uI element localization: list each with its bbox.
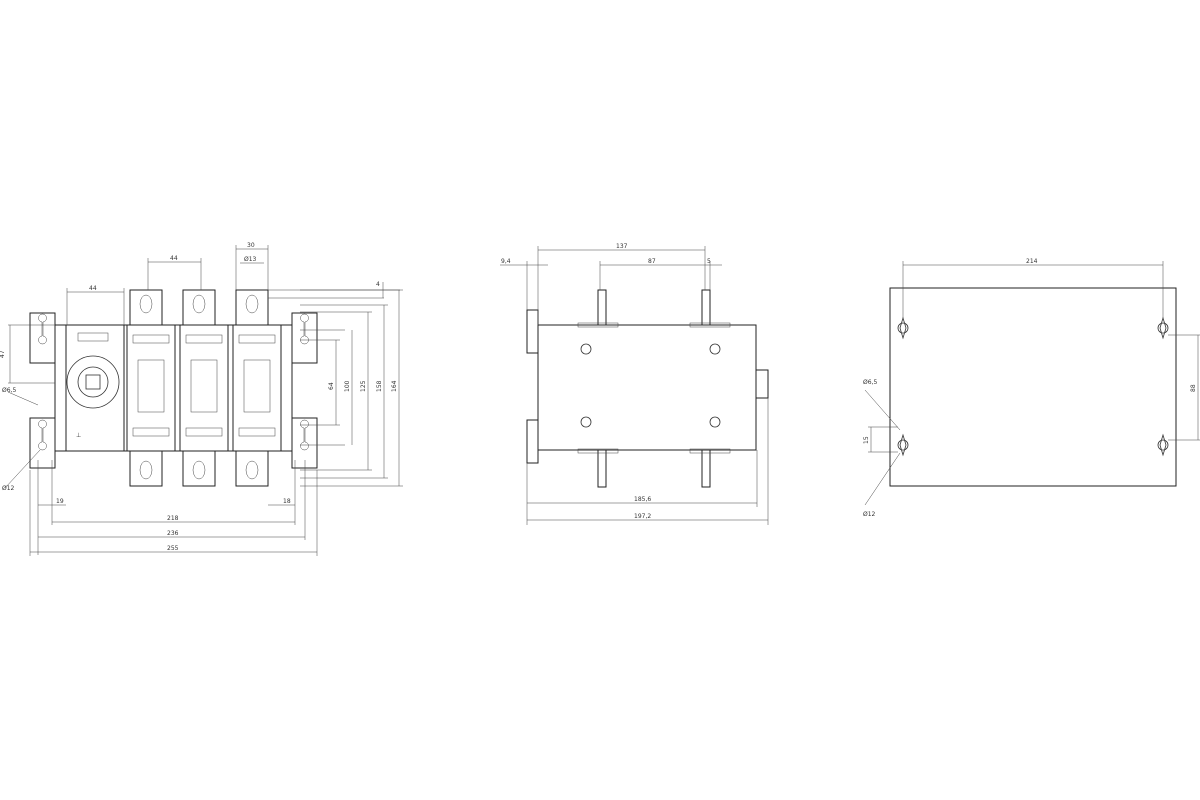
dim-label: 197,2 — [634, 513, 651, 520]
dim-label: 164 — [391, 380, 398, 392]
left-top-ear — [29, 312, 56, 364]
side-screw — [580, 416, 592, 428]
dim-label: 64 — [328, 382, 335, 390]
side-dimension-labels: 137 87 9,4 5 185,6 197,2 — [501, 243, 711, 520]
handle-hub — [77, 366, 109, 398]
dim-label: 88 — [1190, 384, 1197, 392]
side-terminal — [701, 449, 711, 488]
mount-hole — [1157, 433, 1169, 457]
dim-label: 158 — [376, 380, 383, 392]
side-dimension-lines — [500, 246, 769, 525]
mounting-plate — [889, 287, 1177, 487]
front-view: ⊥ — [0, 242, 403, 556]
dim-label: Ø12 — [2, 485, 15, 492]
dim-label: 255 — [167, 545, 179, 552]
side-left-ear — [526, 309, 539, 354]
dim-label: 5 — [707, 258, 711, 265]
mounting-view: 214 88 Ø6,5 Ø12 15 — [863, 258, 1200, 518]
handle-ring — [66, 355, 120, 409]
padlock-symbol: ⊥ — [76, 432, 81, 439]
pole-3 — [232, 289, 282, 487]
keyhole-slot — [38, 313, 47, 345]
side-body — [537, 324, 757, 451]
keyhole-slot — [300, 313, 309, 345]
handle-square — [85, 374, 101, 390]
dim-label: Ø6,5 — [2, 387, 16, 394]
side-handle-stub — [755, 369, 769, 399]
right-bottom-ear — [291, 417, 318, 469]
front-dimension-labels: 44 44 30 Ø13 4 47 Ø6,5 Ø12 64 100 125 15… — [0, 242, 398, 552]
dim-label: 100 — [344, 380, 351, 392]
dim-label: 47 — [0, 350, 6, 358]
dim-label: 137 — [616, 243, 628, 250]
dim-label: 214 — [1026, 258, 1038, 265]
dim-label: 15 — [863, 436, 870, 444]
dim-label: 125 — [360, 380, 367, 392]
side-view: 137 87 9,4 5 185,6 197,2 — [500, 243, 769, 525]
side-terminal — [597, 289, 607, 326]
side-screw — [709, 416, 721, 428]
dim-label: 87 — [648, 258, 656, 265]
dim-label: Ø13 — [244, 256, 257, 263]
dim-label: 30 — [247, 242, 255, 249]
left-bottom-ear — [29, 417, 56, 469]
pole-2 — [179, 289, 229, 487]
dim-label: 44 — [89, 285, 97, 292]
dim-label: Ø6,5 — [863, 379, 877, 386]
front-dimension-lines — [4, 245, 403, 556]
right-top-ear — [291, 312, 318, 364]
mount-hole — [897, 433, 909, 457]
side-screw — [580, 343, 592, 355]
mount-hole — [897, 316, 909, 340]
dim-label: Ø12 — [863, 511, 876, 518]
nameplate — [77, 332, 109, 342]
dim-label: 9,4 — [501, 258, 511, 265]
mount-dimension-labels: 214 88 Ø6,5 Ø12 15 — [863, 258, 1197, 518]
dim-label: 4 — [376, 281, 380, 288]
pole-1 — [126, 289, 176, 487]
dim-label: 44 — [170, 255, 178, 262]
side-terminal — [701, 289, 711, 326]
dim-label: 185,6 — [634, 496, 651, 503]
keyhole-slot — [38, 419, 47, 451]
dim-label: 18 — [283, 498, 291, 505]
dim-label: 236 — [167, 530, 179, 537]
dim-label: 19 — [56, 498, 64, 505]
side-screw — [709, 343, 721, 355]
handle-module — [65, 324, 125, 452]
side-terminal — [597, 449, 607, 488]
side-right-ear — [526, 419, 539, 464]
dim-label: 218 — [167, 515, 179, 522]
keyhole-slot — [300, 419, 309, 451]
mount-hole — [1157, 316, 1169, 340]
mount-dimension-lines — [864, 261, 1200, 506]
